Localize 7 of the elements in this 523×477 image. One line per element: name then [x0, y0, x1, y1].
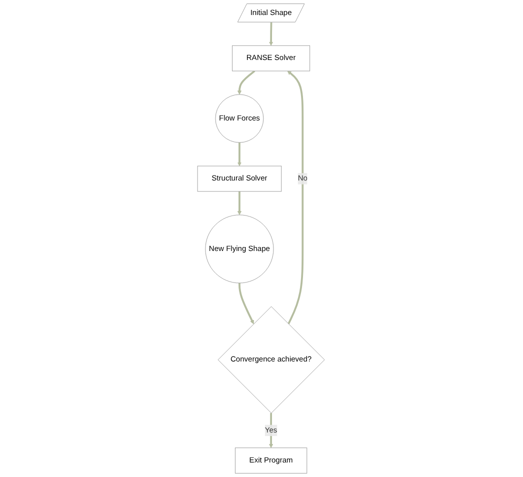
arrow: [269, 413, 274, 448]
arrow: [238, 70, 256, 95]
arrow: [269, 22, 274, 46]
arrow: [288, 70, 304, 324]
arrow: [238, 191, 242, 216]
arrow: [238, 142, 242, 166]
arrow: [238, 283, 254, 324]
